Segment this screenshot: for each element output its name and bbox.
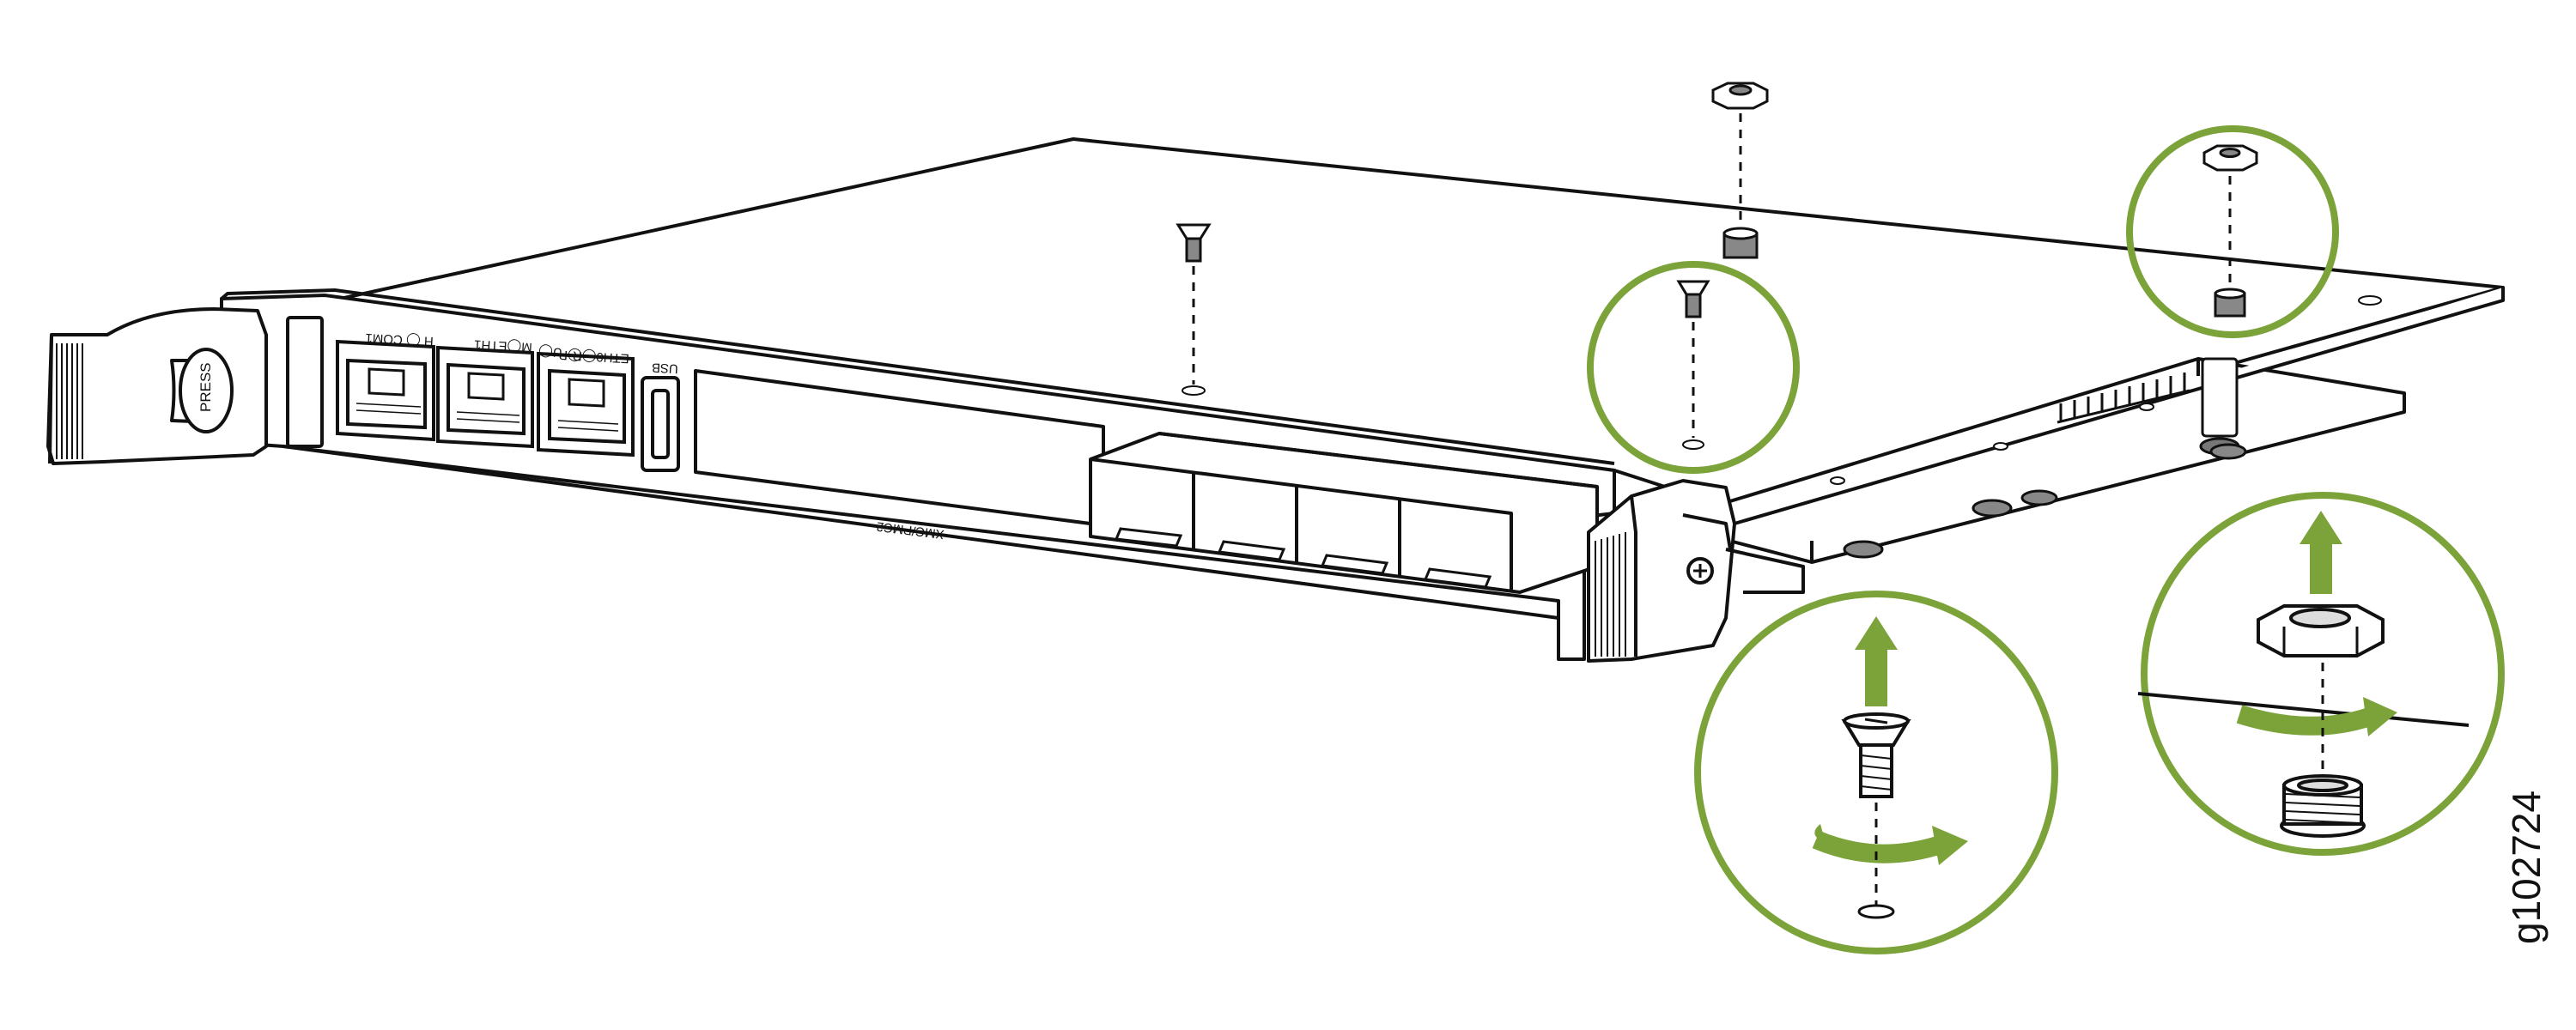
port-hatching xyxy=(355,403,619,432)
svg-text:◯P: ◯P xyxy=(559,348,583,363)
port-usb[interactable] xyxy=(641,376,680,472)
threaded-standoff-icon xyxy=(2280,774,2366,838)
svg-text:USB: USB xyxy=(652,360,679,376)
heatsink-fins xyxy=(2057,373,2190,424)
standoff-nut-removal-detail xyxy=(2137,492,2505,856)
bottom-fasteners xyxy=(1843,443,2247,559)
sfp-cage-lips xyxy=(1114,527,1492,589)
port-com1[interactable] xyxy=(336,339,435,442)
svg-text:H ◯ COM1: H ◯ COM1 xyxy=(365,330,434,348)
screw-center-exploded xyxy=(1176,223,1212,385)
board-holes xyxy=(1182,295,2382,485)
front-panel-edge-block xyxy=(286,316,324,448)
sfp-cage xyxy=(1089,432,1599,594)
board-right-edge xyxy=(1734,288,2505,525)
rotate-counterclockwise-icon xyxy=(2236,697,2397,736)
right-latch-grip-lines xyxy=(1595,532,1626,657)
figure-id-label: g102724 xyxy=(2504,791,2549,944)
flat-head-screw-icon xyxy=(1676,280,1710,318)
svg-text:M◯ETH1: M◯ETH1 xyxy=(474,336,532,354)
standoff-icon xyxy=(2214,288,2246,318)
up-arrow-icon xyxy=(2300,511,2342,594)
port-labels: H ◯ COM1 M◯ETH1 U◯ ETH0◯R ◯P USB xyxy=(365,330,678,376)
flat-head-screw-icon xyxy=(1176,223,1212,263)
hex-nut-icon xyxy=(2202,144,2258,172)
hex-nut-icon xyxy=(2257,604,2385,657)
highlight-circle-screw xyxy=(1587,261,1800,474)
port-eth1[interactable] xyxy=(436,345,534,449)
highlight-circle-standoff xyxy=(2126,125,2339,338)
flat-head-screw-icon xyxy=(1841,712,1911,798)
screw-removal-detail xyxy=(1694,591,2058,954)
rear-standoff xyxy=(2199,357,2240,456)
standoff-icon xyxy=(1722,227,1759,259)
svg-text:U◯: U◯ xyxy=(538,344,562,360)
hex-nut-icon xyxy=(1711,82,1769,110)
latch-press-label: PRESS xyxy=(197,362,214,412)
latch-grip-lines xyxy=(56,343,83,459)
port-eth0[interactable] xyxy=(537,351,635,457)
up-arrow-icon xyxy=(1855,616,1898,706)
nut-exploded xyxy=(1711,82,1769,259)
svg-text:ETH0◯R: ETH0◯R xyxy=(572,348,629,366)
left-ejector-latch xyxy=(46,307,268,465)
